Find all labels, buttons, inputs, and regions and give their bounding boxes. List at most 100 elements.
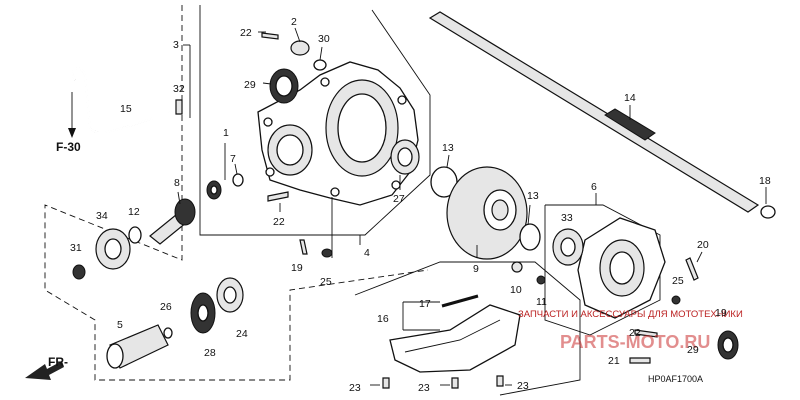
part-label: 23 bbox=[517, 380, 529, 392]
part-label: 20 bbox=[697, 239, 709, 251]
o-ring bbox=[313, 59, 327, 71]
part-label: 4 bbox=[364, 247, 370, 259]
part-label: 12 bbox=[128, 206, 140, 218]
part-label: 31 bbox=[70, 242, 82, 254]
bolt bbox=[299, 239, 308, 255]
bolt bbox=[634, 329, 658, 338]
housing-bolt-boss bbox=[320, 77, 330, 87]
leader-line bbox=[527, 204, 531, 226]
washer bbox=[321, 248, 333, 258]
part-label: 2 bbox=[291, 16, 297, 28]
part-label: 18 bbox=[759, 175, 771, 187]
part-label: 24 bbox=[236, 328, 248, 340]
part-label: 34 bbox=[96, 210, 108, 222]
bolt bbox=[261, 32, 279, 40]
housing-bolt-boss bbox=[263, 117, 273, 127]
vent-hose-inner bbox=[71, 67, 179, 134]
washer bbox=[671, 295, 681, 305]
part-label: 26 bbox=[160, 301, 172, 313]
group-outline-lower bbox=[354, 261, 581, 396]
housing-bolt-boss bbox=[391, 180, 401, 190]
front-direction-label: FR- bbox=[48, 355, 68, 369]
part-label: 3 bbox=[173, 39, 179, 51]
pinion-bearing-inner bbox=[104, 238, 122, 260]
leader-line bbox=[234, 163, 238, 175]
housing-bolt-boss bbox=[265, 167, 275, 177]
part-label: 13 bbox=[442, 142, 454, 154]
housing-bolt-boss bbox=[397, 95, 407, 105]
vent-clip bbox=[175, 99, 183, 115]
part-label: 17 bbox=[419, 298, 431, 310]
reference-f30: F-30 bbox=[56, 140, 81, 154]
leader-line bbox=[446, 154, 450, 168]
part-label: 10 bbox=[510, 284, 522, 296]
damper-ring-inner bbox=[223, 286, 237, 304]
pinion-gear-head bbox=[174, 198, 196, 226]
part-label: 25 bbox=[320, 276, 332, 288]
bolt bbox=[267, 191, 289, 202]
shim-inner bbox=[210, 185, 218, 195]
part-label: 28 bbox=[204, 347, 216, 359]
leader-line bbox=[262, 82, 272, 85]
washer bbox=[536, 275, 546, 285]
cover-oil-seal-inner bbox=[722, 337, 734, 353]
bolt bbox=[382, 377, 390, 389]
part-label: 14 bbox=[624, 92, 636, 104]
shim-ring bbox=[519, 223, 541, 251]
pinion-nut bbox=[72, 264, 86, 280]
part-label: 29 bbox=[687, 344, 699, 356]
washer bbox=[511, 261, 523, 273]
part-label: 8 bbox=[174, 177, 180, 189]
leader-line bbox=[294, 27, 301, 43]
part-label: 6 bbox=[591, 181, 597, 193]
bolt bbox=[496, 375, 504, 387]
part-label: 1 bbox=[223, 127, 229, 139]
dust-seal bbox=[290, 40, 310, 56]
group-outline-housing bbox=[199, 5, 431, 236]
leader-line bbox=[696, 251, 703, 263]
part-label: 22 bbox=[629, 327, 641, 339]
cover-bearing-inner bbox=[560, 237, 576, 257]
leader-line bbox=[319, 46, 323, 61]
part-label: 11 bbox=[536, 296, 547, 308]
part-label: 29 bbox=[244, 79, 256, 91]
part-label: 5 bbox=[117, 319, 123, 331]
watermark-text: ЗАПЧАСТИ И АКСЕССУАРЫ ДЛЯ МОТОТЕХНИКИ bbox=[518, 309, 743, 320]
housing-bore-inner bbox=[337, 93, 387, 163]
part-label: 21 bbox=[608, 355, 620, 367]
part-label: 7 bbox=[230, 153, 236, 165]
watermark-logo: PARTS-MOTO.RU bbox=[560, 332, 710, 352]
housing-bolt-boss bbox=[330, 187, 340, 197]
universal-joint-end bbox=[106, 343, 124, 369]
bearing-inner bbox=[397, 147, 413, 167]
circlip-small bbox=[163, 327, 173, 339]
part-label: 13 bbox=[527, 190, 539, 202]
part-label: 22 bbox=[240, 27, 252, 39]
axle-washer bbox=[760, 205, 776, 219]
lock-gear-inner bbox=[197, 304, 209, 322]
pinion-collar bbox=[128, 226, 142, 244]
axle-spline bbox=[604, 108, 656, 141]
front-direction-arrow bbox=[25, 361, 64, 380]
skid-plate bbox=[389, 304, 521, 373]
part-label: 30 bbox=[318, 33, 330, 45]
part-label: 22 bbox=[273, 216, 285, 228]
group-outline-cover bbox=[544, 204, 661, 336]
part-label: 25 bbox=[672, 275, 684, 287]
part-label: 27 bbox=[393, 193, 405, 205]
rear-axle bbox=[428, 11, 760, 213]
ring-gear-bore bbox=[491, 199, 509, 221]
skid-plate-rib bbox=[404, 319, 501, 353]
rubber-strip bbox=[441, 294, 479, 308]
cover-bore-inner bbox=[609, 251, 635, 285]
part-label: 32 bbox=[173, 83, 185, 95]
part-label: 16 bbox=[377, 313, 389, 325]
bolt bbox=[629, 357, 651, 364]
circlip bbox=[232, 173, 244, 187]
part-label: 33 bbox=[561, 212, 573, 224]
part-label: 15 bbox=[120, 103, 132, 115]
part-label: 19 bbox=[291, 262, 303, 274]
oil-seal-inner bbox=[275, 75, 293, 97]
part-label: 19 bbox=[715, 307, 727, 319]
